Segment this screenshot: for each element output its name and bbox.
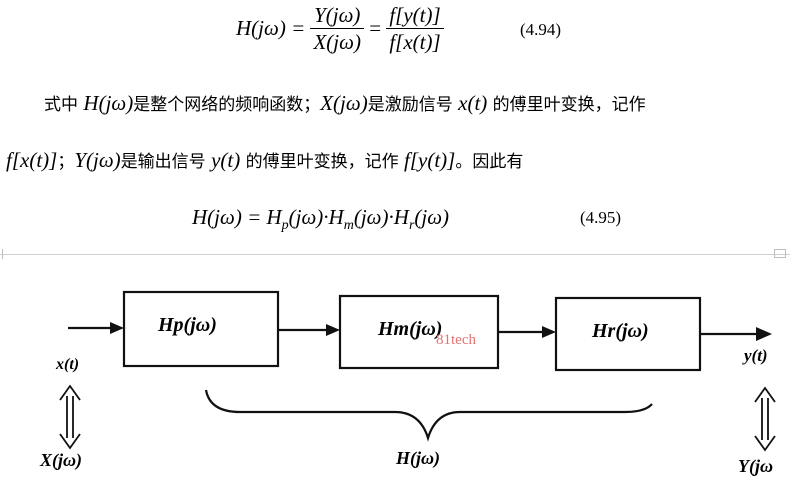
divider-left-marker	[2, 249, 3, 259]
eq1-lhs: H(jω) =	[236, 16, 306, 40]
input-signal-label: x(t)	[56, 356, 80, 373]
paragraph-line-2: f[x(t)]；Y(jω)是输出信号 y(t) 的傅里叶变换，记作 f[y(t)…	[6, 147, 523, 175]
eq1-fraction-2: f[y(t)] f[x(t)]	[386, 4, 444, 54]
equation-number-4-95: (4.95)	[580, 208, 622, 227]
eq1-frac1-denominator: X(jω)	[313, 30, 361, 54]
output-arrowhead	[756, 327, 772, 341]
output-transform-double-arrow	[754, 386, 776, 452]
equation-4-94: H(jω) = Y(jω) X(jω) = f[y(t)] f[x(t)]	[236, 4, 444, 53]
divider-right-marker	[774, 249, 786, 258]
inline-math: X(jω)	[320, 91, 368, 115]
paragraph-text: 是输出信号	[120, 152, 212, 172]
eq1-frac2-denominator: f[x(t)]	[389, 30, 441, 54]
inline-math: Y(jω)	[74, 148, 121, 172]
inline-math: x(t)	[458, 91, 488, 115]
paragraph-line-1: 式中 H(jω)是整个网络的频响函数；X(jω)是激励信号 x(t) 的傅里叶变…	[44, 90, 646, 118]
h-brace	[204, 389, 653, 442]
block-hm-label: Hm(jω)	[378, 318, 443, 340]
input-transform-double-arrow	[59, 384, 81, 450]
eq1-frac2-numerator: f[y(t)]	[386, 4, 444, 29]
equation-number-4-94: (4.94)	[520, 20, 562, 39]
paragraph-text: 的傅里叶变换，记作	[487, 95, 646, 115]
hp-hm-arrowhead	[326, 324, 340, 336]
eq1-frac1-numerator: Y(jω)	[310, 4, 364, 29]
equation-4-95: H(jω) = Hp(jω)·Hm(jω)·Hr(jω)	[192, 205, 450, 234]
input-transform-label: X(jω)	[40, 450, 83, 470]
input-arrowhead	[110, 322, 124, 334]
eq1-equals: =	[369, 16, 382, 40]
paragraph-text: 式中	[44, 95, 84, 115]
inline-math: y(t)	[211, 148, 241, 172]
block-diagram	[59, 290, 776, 452]
paragraph-text: 。因此有	[455, 152, 524, 172]
watermark: 81tech	[436, 332, 476, 348]
inline-math: f[x(t)]	[6, 148, 58, 172]
inline-math: H(jω)	[83, 91, 134, 115]
block-hp-label: Hp(jω)	[158, 314, 217, 336]
hm-hr-arrowhead	[542, 326, 556, 338]
inline-math: f[y(t)]	[404, 148, 456, 172]
brace-label: H(jω)	[396, 448, 441, 468]
page-divider	[0, 254, 790, 255]
eq1-fraction-1: Y(jω) X(jω)	[310, 4, 364, 54]
block-hr-label: Hr(jω)	[592, 320, 649, 342]
paragraph-text: 是激励信号	[367, 95, 459, 115]
paragraph-text: 是整个网络的频响函数；	[133, 95, 321, 115]
output-transform-label: Y(jω	[738, 456, 774, 476]
paragraph-text: ；	[57, 152, 75, 172]
paragraph-text: 的傅里叶变换，记作	[240, 152, 405, 172]
output-signal-label: y(t)	[744, 346, 768, 365]
